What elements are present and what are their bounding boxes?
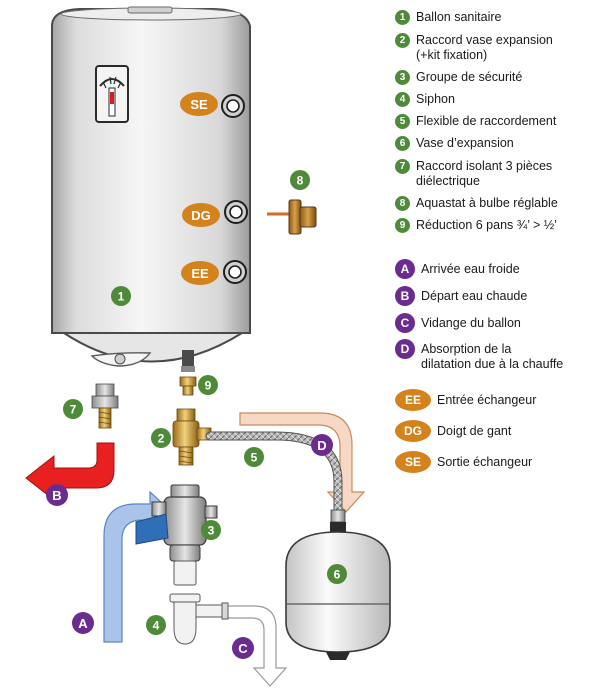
legend-item-d: D Absorption de la dilatation due à la c…: [395, 339, 563, 372]
legend-label: Groupe de sécurité: [416, 70, 523, 84]
legend-letter-badge: C: [395, 313, 415, 333]
svg-text:A: A: [78, 616, 88, 631]
legend-item-5: 5 Flexible de raccordement: [395, 114, 556, 129]
svg-text:4: 4: [153, 619, 160, 633]
svg-text:6: 6: [334, 568, 341, 582]
flow-badge-c: C: [232, 637, 254, 659]
svg-text:1: 1: [118, 290, 125, 304]
legend-number-badge: 5: [395, 114, 410, 129]
badge-6: 6: [327, 564, 347, 584]
badge-7: 7: [63, 399, 83, 419]
legend-item-8: 8 Aquastat à bulbe réglable: [395, 196, 558, 211]
flow-badge-b: B: [46, 484, 68, 506]
tag-se: SE: [180, 92, 218, 116]
badge-4: 4: [146, 615, 166, 635]
svg-text:9: 9: [205, 379, 212, 393]
legend-label: Flexible de raccordement: [416, 114, 557, 128]
legend-item-ee: EE Entrée échangeur: [395, 389, 536, 411]
legend-label: Absorption de la dilatation due à la cha…: [421, 342, 564, 371]
port-knob-dg: [224, 200, 248, 224]
svg-text:7: 7: [70, 403, 77, 417]
badge-8: 8: [290, 170, 310, 190]
flow-badge-a: A: [72, 612, 94, 634]
legend-item-dg: DG Doigt de gant: [395, 420, 511, 442]
legend-letter-badge: B: [395, 286, 415, 306]
security-group: [135, 484, 218, 586]
expansion-vessel: [285, 522, 391, 660]
tag-dg: DG: [182, 203, 220, 227]
svg-text:B: B: [52, 488, 61, 503]
legend-number-badge: 1: [395, 10, 410, 25]
legend-number-badge: 7: [395, 159, 410, 174]
legend-label: Raccord vase expansion (+kit fixation): [416, 33, 553, 62]
thermometer-icon: [95, 65, 129, 123]
legend-item-c: C Vidange du ballon: [395, 313, 521, 333]
legend-number-badge: 2: [395, 33, 410, 48]
legend-label: Doigt de gant: [437, 424, 512, 438]
water-heater-tank: [51, 6, 251, 372]
legend-label: Siphon: [416, 92, 455, 106]
legend-tag-badge: DG: [395, 420, 431, 442]
legend-item-4: 4 Siphon: [395, 92, 455, 107]
legend-item-7: 7 Raccord isolant 3 pièces diélectrique: [395, 159, 552, 189]
legend-item-9: 9 Réduction 6 pans ¾’ > ½’: [395, 218, 557, 233]
badge-3: 3: [201, 520, 221, 540]
expansion-fitting: [172, 408, 212, 466]
port-knob-se: [221, 94, 245, 118]
legend-number-badge: 8: [395, 196, 410, 211]
legend-label: Réduction 6 pans ¾’ > ½’: [416, 218, 557, 232]
legend-item-b: B Départ eau chaude: [395, 286, 527, 306]
aquastat-bulb: [267, 199, 317, 235]
legend-number-badge: 4: [395, 92, 410, 107]
badge-2: 2: [151, 428, 171, 448]
arrow-b-hot-water: [25, 442, 115, 502]
legend-item-2: 2 Raccord vase expansion (+kit fixation): [395, 33, 553, 63]
badge-1: 1: [111, 286, 131, 306]
tag-ee: EE: [181, 261, 219, 285]
legend-item-3: 3 Groupe de sécurité: [395, 70, 522, 85]
badge-9: 9: [198, 375, 218, 395]
port-knob-ee: [223, 260, 247, 284]
legend-label: Raccord isolant 3 pièces diélectrique: [416, 159, 553, 188]
svg-text:5: 5: [251, 451, 258, 465]
legend-number-badge: 3: [395, 70, 410, 85]
legend-label: Aquastat à bulbe réglable: [416, 196, 558, 210]
legend-item-1: 1 Ballon sanitaire: [395, 10, 501, 25]
badge-5: 5: [244, 447, 264, 467]
legend-letter-badge: D: [395, 339, 415, 359]
flow-badge-d: D: [311, 434, 333, 456]
legend-label: Ballon sanitaire: [416, 10, 502, 24]
svg-text:SE: SE: [190, 97, 208, 112]
legend-item-se: SE Sortie échangeur: [395, 451, 532, 473]
legend-letter-badge: A: [395, 259, 415, 279]
legend-number-badge: 6: [395, 136, 410, 151]
legend-label: Arrivée eau froide: [421, 262, 520, 276]
legend-item-6: 6 Vase d’expansion: [395, 136, 514, 151]
legend-tag-badge: SE: [395, 451, 431, 473]
legend-tag-badge: EE: [395, 389, 431, 411]
hex-reducer: [179, 376, 197, 396]
svg-text:D: D: [317, 438, 326, 453]
legend-label: Vase d’expansion: [416, 136, 514, 150]
svg-text:C: C: [238, 641, 248, 656]
svg-text:2: 2: [158, 432, 165, 446]
svg-text:EE: EE: [191, 266, 209, 281]
arrow-c-drain: [225, 605, 288, 687]
siphon: [169, 593, 229, 645]
legend-label: Entrée échangeur: [437, 393, 537, 407]
legend-label: Départ eau chaude: [421, 289, 528, 303]
svg-text:3: 3: [208, 524, 215, 538]
svg-text:DG: DG: [191, 208, 211, 223]
legend-label: Sortie échangeur: [437, 455, 533, 469]
legend-label: Vidange du ballon: [421, 316, 521, 330]
legend-item-a: A Arrivée eau froide: [395, 259, 520, 279]
legend-number-badge: 9: [395, 218, 410, 233]
dielectric-fitting: [91, 383, 119, 429]
svg-text:8: 8: [297, 174, 304, 188]
